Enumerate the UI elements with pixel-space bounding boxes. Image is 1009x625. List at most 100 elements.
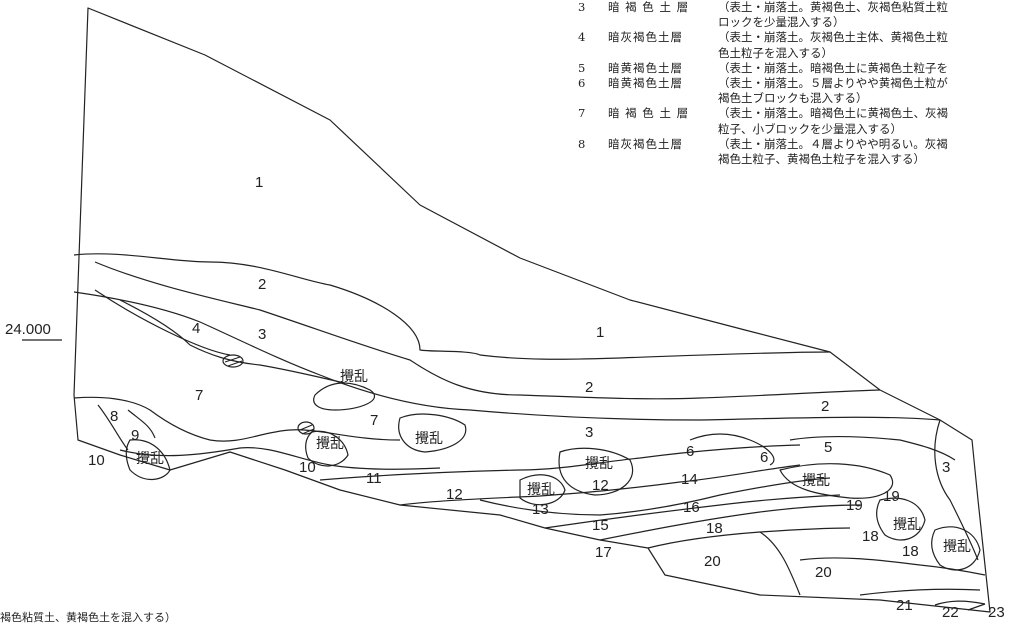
layer-label: 11 — [366, 470, 382, 487]
disturbance-7 — [779, 463, 894, 499]
boundary-6 — [689, 433, 775, 466]
layer-label: 13 — [532, 501, 549, 518]
layer-label: 20 — [815, 564, 832, 581]
layer-label: 21 — [896, 597, 913, 614]
layer-label: 1 — [596, 324, 604, 341]
layer-label: 18 — [706, 520, 723, 537]
disturbance-1 — [313, 382, 376, 411]
boundary-11-12 — [319, 444, 801, 481]
boundary-17-20 — [647, 527, 851, 549]
layer-label: 20 — [704, 553, 721, 570]
legend-layer-name: 暗灰褐色土層 — [608, 30, 683, 45]
layer-label: 12 — [446, 486, 463, 503]
layer-label: 8 — [110, 408, 118, 425]
elevation-label: 24.000 — [5, 321, 51, 338]
disturbance-labels: 攪乱 攪乱 攪乱 攪乱 攪乱 攪乱 攪乱 攪乱 攪乱 — [136, 369, 971, 555]
layer-label: 10 — [88, 452, 105, 469]
layer-label: 7 — [370, 412, 378, 429]
disturbance-5 — [558, 447, 634, 496]
layer-label: 3 — [585, 424, 593, 441]
boundary-4-7 — [94, 289, 231, 356]
layer-label: 14 — [681, 471, 698, 488]
boundary-22 — [934, 600, 986, 606]
disturbance-3 — [125, 439, 171, 480]
layer-legend: 3 暗 褐 色 土 層 （表土・崩落土。黄褐色土、灰褐色粘質土粒 ロックを少量混入す… — [578, 0, 1008, 167]
legend-layer-name: 暗 褐 色 土 層 — [608, 106, 690, 121]
legend-num: 8 — [578, 136, 586, 151]
disturbance-label: 攪乱 — [802, 473, 830, 489]
layer-label: 6 — [686, 443, 694, 460]
legend-continuation: 粒子、小ブロックを少量混入する） — [718, 121, 902, 136]
legend-row: 3 暗 褐 色 土 層 （表土・崩落土。黄褐色土、灰褐色粘質土粒 — [578, 0, 1008, 15]
disturbance-label: 攪乱 — [340, 369, 368, 385]
layer-label: 7 — [195, 387, 203, 404]
boundary-8-9 — [97, 404, 156, 451]
legend-row: 5 暗黄褐色土層 （表土・崩落土。暗褐色土に黄褐色土粒子を — [578, 61, 1008, 76]
legend-continuation: 褐色土ブロックも混入する） — [718, 91, 868, 106]
legend-description: （表土・崩落土。黄褐色土、灰褐色粘質土粒 — [718, 0, 948, 14]
boundary-12a — [399, 464, 801, 506]
legend-layer-name: 暗黄褐色土層 — [608, 76, 683, 91]
layer-label: 16 — [683, 499, 700, 516]
legend-description: （表土・崩落土。４層よりやや明るい。灰褐 — [718, 136, 948, 151]
boundary-2-3 — [94, 261, 881, 400]
layer-label: 15 — [592, 517, 609, 534]
layer-label: 9 — [131, 427, 139, 444]
legend-num: 4 — [578, 30, 586, 45]
boundary-1-2 — [73, 253, 831, 360]
boundary-5 — [789, 436, 956, 461]
layer-label: 17 — [595, 544, 612, 561]
boundary-3-right — [934, 419, 979, 561]
layer-label: 18 — [862, 528, 879, 545]
disturbance-label: 攪乱 — [316, 436, 344, 452]
legend-num: 3 — [578, 0, 586, 14]
legend-num: 6 — [578, 76, 586, 91]
section-outline — [73, 7, 991, 613]
legend-description: （表土・崩落土。暗褐色土に黄褐色土、灰褐 — [718, 106, 948, 121]
disturbance-6 — [519, 474, 566, 506]
boundary-2b — [73, 291, 941, 421]
boundary-16-17 — [599, 504, 861, 541]
footnote-text: 褐色粘質土、黄褐色土を混入する） — [0, 611, 176, 624]
layer-label: 6 — [760, 449, 768, 466]
layer-labels: 1 1 2 2 2 3 3 3 4 5 6 6 7 7 8 9 10 10 11… — [88, 174, 1005, 621]
legend-layer-name: 暗 褐 色 土 層 — [608, 0, 690, 14]
legend-layer-name: 暗黄褐色土層 — [608, 60, 683, 75]
legend-description: （表土・崩落土。５層よりやや黄褐色土粒が — [718, 76, 948, 91]
legend-num: 5 — [578, 60, 586, 75]
layer-label: 5 — [824, 439, 832, 456]
disturbance-9 — [931, 526, 981, 571]
disturbance-label: 攪乱 — [415, 431, 443, 447]
disturbance-label: 攪乱 — [893, 517, 921, 533]
boundary-13-15 — [479, 477, 831, 516]
layer-label: 2 — [821, 398, 829, 415]
layer-label: 19 — [883, 488, 900, 505]
boundary-21 — [859, 588, 981, 596]
legend-continuation: 褐色土粒子、黄褐色土粒子を混入する） — [718, 152, 925, 167]
legend-continuation: 色土粒子を混入する） — [718, 45, 833, 60]
disturbance-8 — [876, 497, 926, 541]
legend-row: 6 暗黄褐色土層 （表土・崩落土。５層よりやや黄褐色土粒が — [578, 76, 1008, 91]
disturbance-2 — [398, 413, 467, 453]
stone-1 — [222, 354, 244, 368]
boundary-15-16 — [544, 494, 841, 529]
boundary-10 — [119, 447, 441, 470]
layer-label: 4 — [192, 320, 200, 337]
stone-2 — [297, 421, 315, 435]
layer-label: 2 — [585, 379, 593, 396]
layer-label: 18 — [902, 543, 919, 560]
legend-continuation: ロックを少量混入する） — [718, 15, 845, 30]
boundary-20 — [799, 557, 986, 576]
boundary-18 — [759, 531, 801, 596]
legend-description: （表土・崩落土。暗褐色土に黄褐色土粒子を — [718, 60, 948, 75]
layer-label: 3 — [942, 459, 950, 476]
layer-label: 1 — [255, 174, 263, 191]
disturbance-label: 攪乱 — [136, 451, 164, 467]
layer-label: 12 — [592, 477, 609, 494]
disturbance-label: 攪乱 — [585, 456, 613, 472]
disturbance-label: 攪乱 — [527, 482, 555, 498]
boundary-3-4 — [119, 299, 346, 384]
